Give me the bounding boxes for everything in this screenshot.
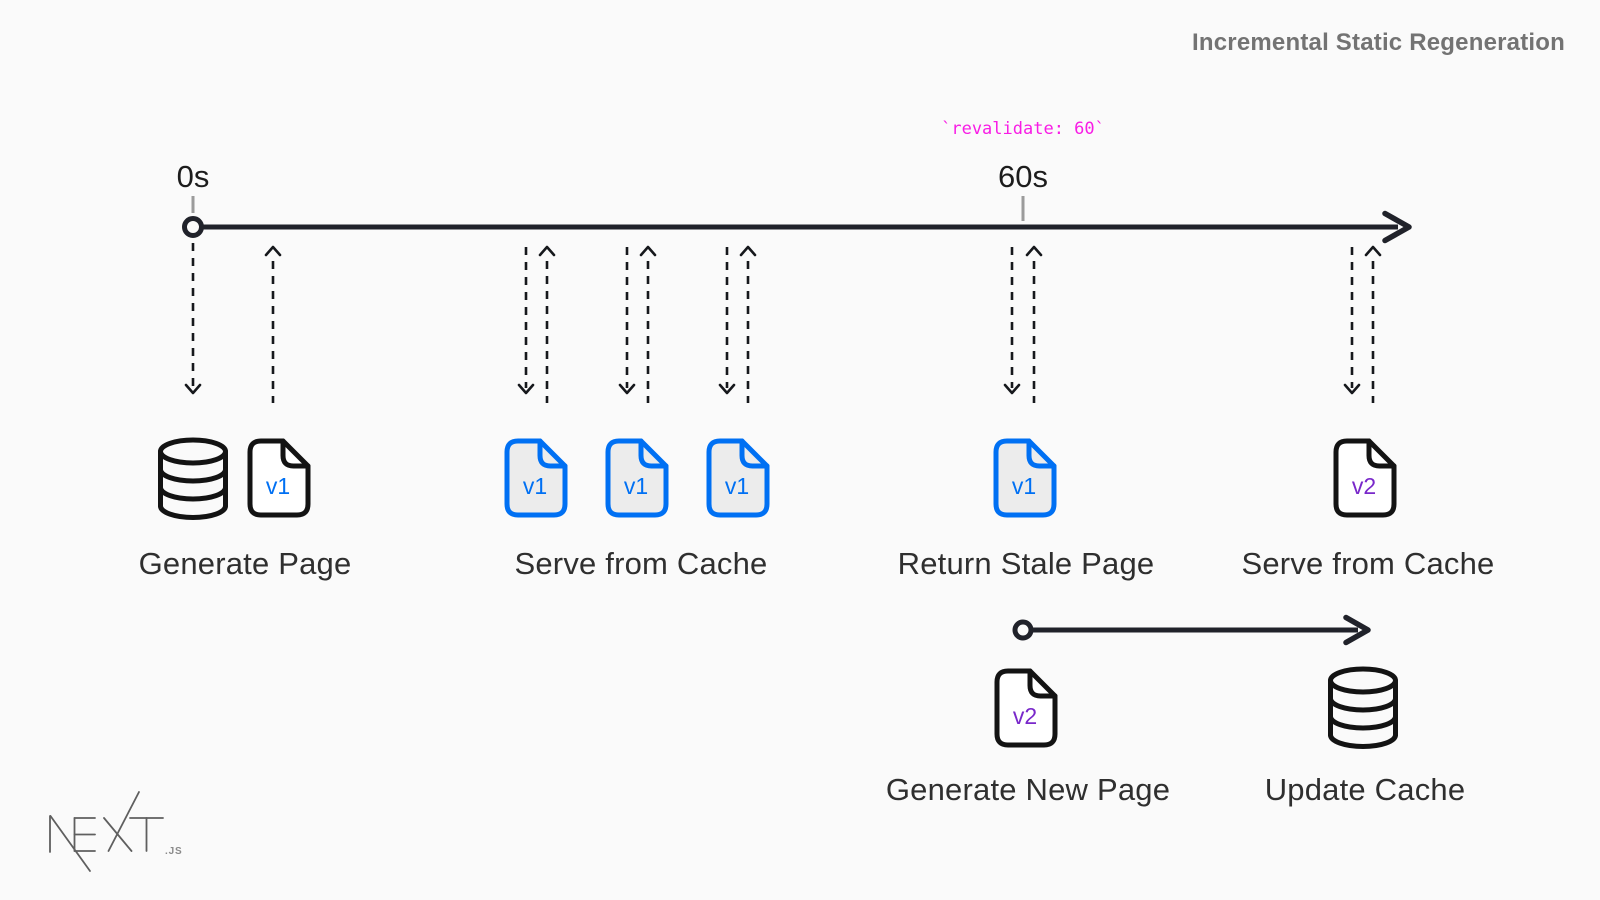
logo-js-suffix: .JS [165,846,182,857]
page-v1-generated-icon: v1 [247,438,311,518]
timeline-end-label: 60s [998,159,1048,194]
arrows-serve-cache-v2 [1343,245,1382,403]
page-v1-stale-icon: v1 [993,438,1057,518]
database-icon [155,437,231,521]
svg-text:v2: v2 [1352,473,1376,499]
page-title: Incremental Static Regeneration [1192,29,1565,56]
arrows-generate-page [184,243,282,403]
timeline-start-label: 0s [176,159,210,194]
svg-text:v1: v1 [523,473,547,499]
label-update-cache: Update Cache [1264,772,1466,807]
nextjs-logo: .JS [42,770,192,875]
svg-text:v1: v1 [725,473,749,499]
svg-text:v1: v1 [1012,473,1036,499]
svg-text:v1: v1 [624,473,648,499]
arrows-serve-cache-2 [618,245,657,403]
revalidate-code-annotation: `revalidate: 60` [941,119,1105,139]
page-v1-cached-icon-3: v1 [706,438,770,518]
label-generate-page: Generate Page [138,546,352,581]
regeneration-arrowhead-icon [1343,614,1371,646]
nextjs-wordmark-icon: .JS [49,791,182,872]
page-v1-cached-icon-1: v1 [504,438,568,518]
label-serve-from-cache-2: Serve from Cache [1241,546,1495,581]
regeneration-origin-dot [1012,619,1034,641]
arrows-return-stale [1003,245,1043,403]
main-timeline-origin-dot [182,216,204,238]
label-generate-new-page: Generate New Page [885,772,1171,807]
label-return-stale-page: Return Stale Page [897,546,1155,581]
svg-text:v1: v1 [266,473,290,499]
database-update-icon [1325,666,1401,750]
page-v1-cached-icon-2: v1 [605,438,669,518]
arrows-serve-cache-3 [718,245,757,403]
page-v2-new-icon: v2 [994,668,1058,748]
label-serve-from-cache: Serve from Cache [514,546,768,581]
main-timeline-arrowhead-icon [1382,210,1412,244]
svg-text:v2: v2 [1013,703,1037,729]
arrows-serve-cache-1 [517,245,556,403]
page-v2-served-icon: v2 [1333,438,1397,518]
